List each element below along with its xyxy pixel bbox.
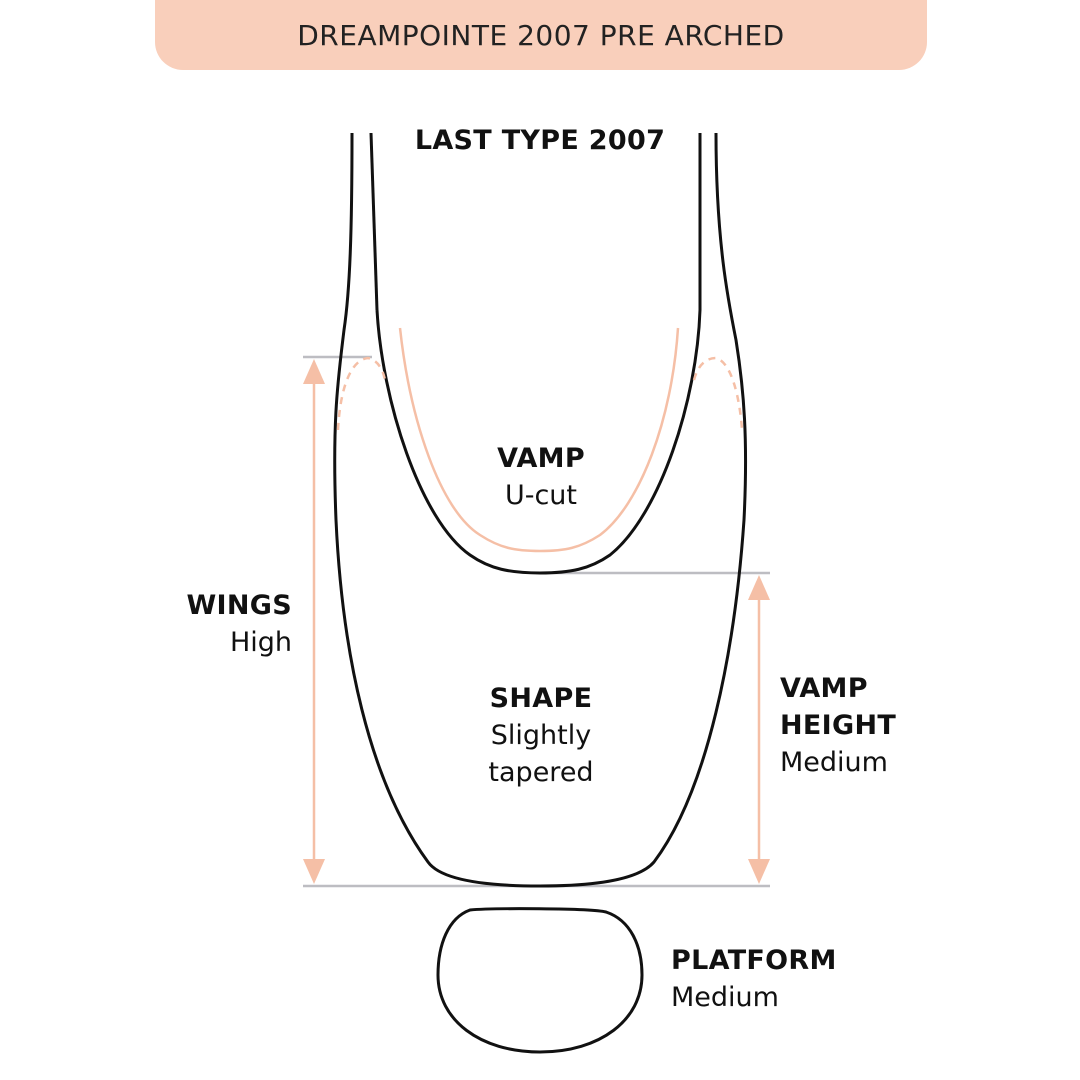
platform-label: PLATFORM Medium — [671, 942, 837, 1016]
right-wing-dashed — [692, 356, 744, 431]
wings-label: WINGS High — [150, 587, 292, 661]
shape-value-line1: Slightly — [490, 720, 592, 751]
last-type-label: LAST TYPE 2007 — [415, 122, 665, 159]
vamp-inner-lining — [398, 327, 680, 553]
vamp-height-heading-line2: HEIGHT — [780, 710, 897, 741]
shape-value-line2: tapered — [488, 757, 594, 788]
banner-title: DREAMPOINTE 2007 PRE ARCHED — [297, 18, 785, 52]
vamp-height-arrow — [748, 575, 770, 884]
wings-heading: WINGS — [186, 590, 292, 621]
shape-heading: SHAPE — [489, 683, 593, 714]
vamp-label: VAMP U-cut — [497, 440, 585, 514]
vamp-u-cut-outline — [375, 309, 702, 575]
left-inner-line — [369, 132, 379, 311]
vamp-height-value: Medium — [780, 747, 888, 778]
title-banner: DREAMPOINTE 2007 PRE ARCHED — [155, 0, 927, 70]
wings-value: High — [229, 627, 292, 658]
shoe-outer-outline — [333, 132, 748, 888]
platform-value: Medium — [671, 982, 779, 1013]
shape-label: SHAPE Slightly tapered — [488, 680, 593, 791]
platform-outline — [436, 907, 644, 1054]
vamp-height-heading-line1: VAMP — [780, 673, 868, 704]
last-type-heading: LAST TYPE 2007 — [414, 125, 666, 156]
vamp-heading: VAMP — [497, 443, 585, 474]
left-wing-dashed — [336, 356, 387, 431]
platform-heading: PLATFORM — [671, 945, 837, 976]
wings-arrow — [303, 359, 325, 884]
vamp-value: U-cut — [504, 480, 578, 511]
vamp-height-label: VAMP HEIGHT Medium — [780, 670, 896, 781]
